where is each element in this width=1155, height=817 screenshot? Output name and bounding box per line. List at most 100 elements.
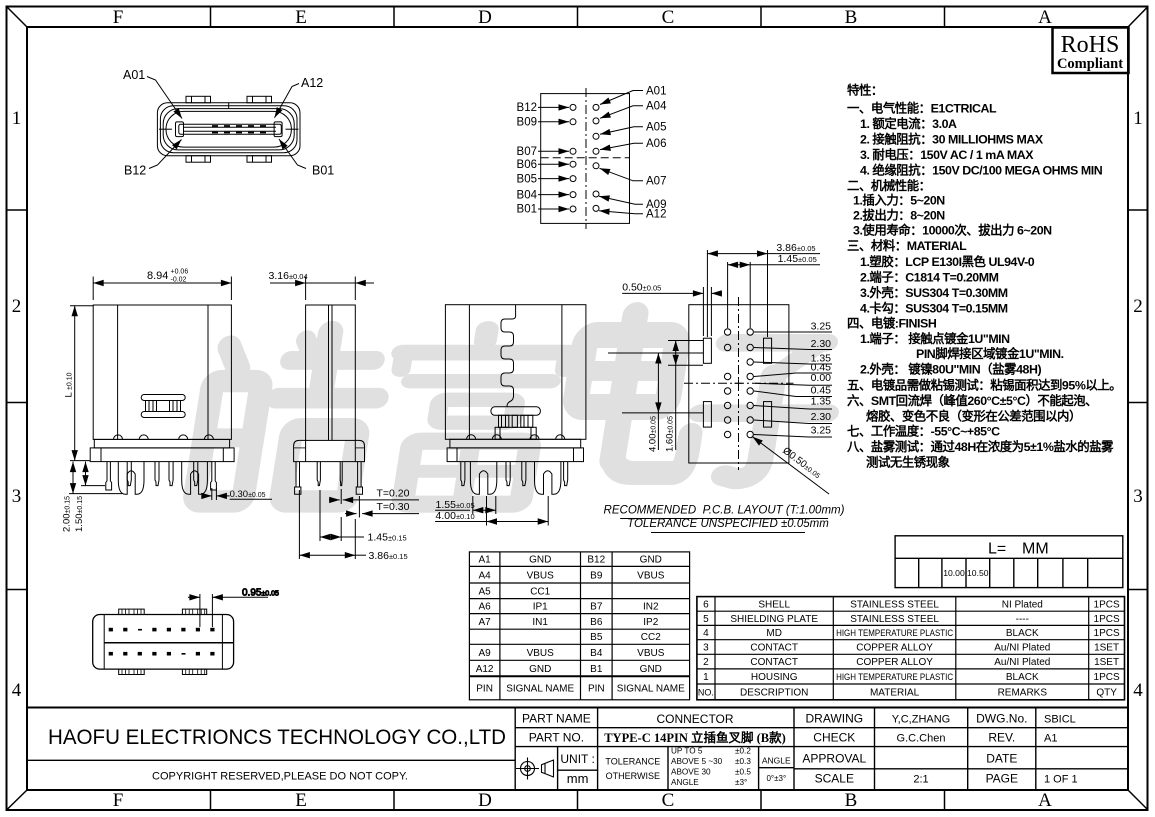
svg-text:2.30: 2.30 xyxy=(811,411,832,423)
svg-text:D: D xyxy=(478,7,492,28)
svg-text:Y,C,ZHANG: Y,C,ZHANG xyxy=(892,714,950,726)
svg-text:SCALE: SCALE xyxy=(815,772,854,786)
svg-text:0.45: 0.45 xyxy=(811,362,832,374)
svg-text:GND: GND xyxy=(640,555,662,566)
svg-text:VBUS: VBUS xyxy=(637,648,665,659)
svg-text:NI Plated: NI Plated xyxy=(1002,599,1043,610)
svg-text:±0.3: ±0.3 xyxy=(735,757,751,766)
svg-text:2: 2 xyxy=(12,296,22,317)
svg-text:B12: B12 xyxy=(517,102,537,114)
svg-text:VBUS: VBUS xyxy=(637,570,665,581)
svg-text:4. 绝缘阻抗：150V DC/100 MEGA OHMS: 4. 绝缘阻抗：150V DC/100 MEGA OHMS MIN xyxy=(860,163,1103,178)
svg-text:1PCS: 1PCS xyxy=(1094,672,1120,683)
svg-text:REV.: REV. xyxy=(988,731,1015,745)
svg-text:RoHS: RoHS xyxy=(1061,32,1120,58)
svg-text:A07: A07 xyxy=(646,176,666,188)
svg-text:PAGE: PAGE xyxy=(986,772,1018,786)
svg-text:PIN: PIN xyxy=(588,684,605,695)
svg-text:A: A xyxy=(1038,790,1052,811)
svg-text:4.00±0.05: 4.00±0.05 xyxy=(648,416,659,452)
svg-text:PART NO.: PART NO. xyxy=(529,731,584,745)
svg-text:TYPE-C 14PIN 立插鱼叉脚 (B款): TYPE-C 14PIN 立插鱼叉脚 (B款) xyxy=(604,730,786,745)
svg-text:4.00±0.10: 4.00±0.10 xyxy=(436,510,475,522)
svg-text:B: B xyxy=(845,790,858,811)
svg-text:C: C xyxy=(662,790,675,811)
svg-text:TOLERANCE UNSPECIFIED ±0.05mm: TOLERANCE UNSPECIFIED ±0.05mm xyxy=(627,518,829,530)
svg-text:T=0.30: T=0.30 xyxy=(377,501,410,513)
svg-text:ABOVE 30: ABOVE 30 xyxy=(671,768,711,777)
svg-text:CONTACT: CONTACT xyxy=(750,657,798,668)
svg-text:2: 2 xyxy=(703,657,709,668)
svg-text:3: 3 xyxy=(12,486,22,507)
svg-text:二、机械性能：: 二、机械性能： xyxy=(847,178,931,193)
svg-text:A12: A12 xyxy=(476,664,494,675)
svg-text:CC1: CC1 xyxy=(530,586,550,597)
svg-text:L ±0.10: L ±0.10 xyxy=(64,372,75,397)
svg-text:3.86±0.15: 3.86±0.15 xyxy=(369,550,408,562)
svg-text:1PCS: 1PCS xyxy=(1094,614,1120,625)
svg-text:±3°: ±3° xyxy=(735,778,747,787)
svg-text:六、SMT回流焊（峰值260°C±5°C）不能起泡、: 六、SMT回流焊（峰值260°C±5°C）不能起泡、 xyxy=(847,393,1097,408)
svg-text:五、电镀品需做粘锡测试：粘锡面积达到95%以上。: 五、电镀品需做粘锡测试：粘锡面积达到95%以上。 xyxy=(847,378,1121,393)
svg-text:E: E xyxy=(295,790,307,811)
svg-text:QTY: QTY xyxy=(1096,687,1117,698)
svg-text:3.外壳：SUS304 T=0.30MM: 3.外壳：SUS304 T=0.30MM xyxy=(860,285,1008,300)
svg-text:HIGH TEMPERATURE PLASTIC: HIGH TEMPERATURE PLASTIC xyxy=(836,672,953,682)
svg-text:mm: mm xyxy=(567,771,589,786)
svg-text:八、盐雾测试：通过48H在浓度为5±1%盐水的盐雾: 八、盐雾测试：通过48H在浓度为5±1%盐水的盐雾 xyxy=(846,439,1114,454)
svg-text:2.拔出力：8~20N: 2.拔出力：8~20N xyxy=(853,208,945,223)
svg-text:F: F xyxy=(113,790,124,811)
svg-text:COPYRIGHT RESERVED,PLEASE DO N: COPYRIGHT RESERVED,PLEASE DO NOT COPY. xyxy=(152,771,408,783)
svg-text:B9: B9 xyxy=(590,570,603,581)
svg-text:A12: A12 xyxy=(301,76,323,90)
svg-text:PIN: PIN xyxy=(476,684,493,695)
svg-text:1SET: 1SET xyxy=(1094,657,1119,668)
svg-text:4: 4 xyxy=(1133,680,1143,701)
svg-text:2:1: 2:1 xyxy=(913,774,928,786)
svg-text:2.00±0.15: 2.00±0.15 xyxy=(62,496,73,532)
svg-text:PART NAME: PART NAME xyxy=(522,712,591,726)
svg-text:RECOMMENDED P.C.B. LAYOUT (T:: RECOMMENDED P.C.B. LAYOUT (T:1.00mm) xyxy=(604,505,845,517)
svg-text:七、工作温度：-55°C~+85°C: 七、工作温度：-55°C~+85°C xyxy=(847,424,1000,439)
svg-text:G.C.Chen: G.C.Chen xyxy=(897,733,946,745)
svg-text:B4: B4 xyxy=(590,648,603,659)
svg-text:B5: B5 xyxy=(590,632,603,643)
svg-text:GND: GND xyxy=(529,664,551,675)
svg-text:3.25: 3.25 xyxy=(811,321,832,333)
svg-text:A1: A1 xyxy=(478,555,491,566)
svg-text:1.35: 1.35 xyxy=(811,396,832,408)
svg-text:Au/NI Plated: Au/NI Plated xyxy=(994,657,1050,668)
svg-text:4: 4 xyxy=(12,680,22,701)
svg-text:ABOVE 5 ~30: ABOVE 5 ~30 xyxy=(671,757,723,766)
svg-text:UNIT :: UNIT : xyxy=(560,752,594,766)
svg-text:6: 6 xyxy=(703,599,709,610)
svg-text:0.45: 0.45 xyxy=(811,385,832,397)
svg-text:3: 3 xyxy=(1133,486,1143,507)
svg-text:A5: A5 xyxy=(478,586,491,597)
svg-text:BLACK: BLACK xyxy=(1006,672,1039,683)
svg-text:B05: B05 xyxy=(517,173,537,185)
svg-text:8.94: 8.94 xyxy=(147,270,168,282)
svg-text:APPROVAL: APPROVAL xyxy=(802,752,866,766)
svg-text:1.50±0.15: 1.50±0.15 xyxy=(74,496,85,532)
svg-text:1PCS: 1PCS xyxy=(1094,599,1120,610)
svg-text:1: 1 xyxy=(1133,108,1143,129)
svg-text:A04: A04 xyxy=(646,101,667,113)
svg-text:0.50±0.05: 0.50±0.05 xyxy=(622,282,661,294)
svg-text:MM: MM xyxy=(1022,541,1049,558)
svg-text:熔胶、变色不良（变形在公差范围以内）: 熔胶、变色不良（变形在公差范围以内） xyxy=(866,409,1081,424)
svg-text:4.卡勾：SUS304 T=0.15MM: 4.卡勾：SUS304 T=0.15MM xyxy=(860,301,1008,316)
svg-text:四、电镀:FINISH: 四、电镀:FINISH xyxy=(847,316,937,331)
svg-text:GND: GND xyxy=(640,664,662,675)
svg-text:1: 1 xyxy=(703,672,709,683)
svg-text:IP2: IP2 xyxy=(643,617,658,628)
svg-text:3.使用寿命：10000次、拔出力 6~20N: 3.使用寿命：10000次、拔出力 6~20N xyxy=(853,223,1052,238)
svg-text:TOLERANCE: TOLERANCE xyxy=(605,757,660,767)
svg-text:ANGLE: ANGLE xyxy=(671,778,699,787)
svg-text:A6: A6 xyxy=(478,602,491,613)
svg-text:-0.02: -0.02 xyxy=(171,277,187,284)
svg-text:B6: B6 xyxy=(590,617,603,628)
svg-text:1.塑胶：LCP E130I黑色 UL94V-0: 1.塑胶：LCP E130I黑色 UL94V-0 xyxy=(860,254,1035,269)
svg-text:A09: A09 xyxy=(646,199,666,211)
svg-text:0°±3°: 0°±3° xyxy=(766,774,786,783)
